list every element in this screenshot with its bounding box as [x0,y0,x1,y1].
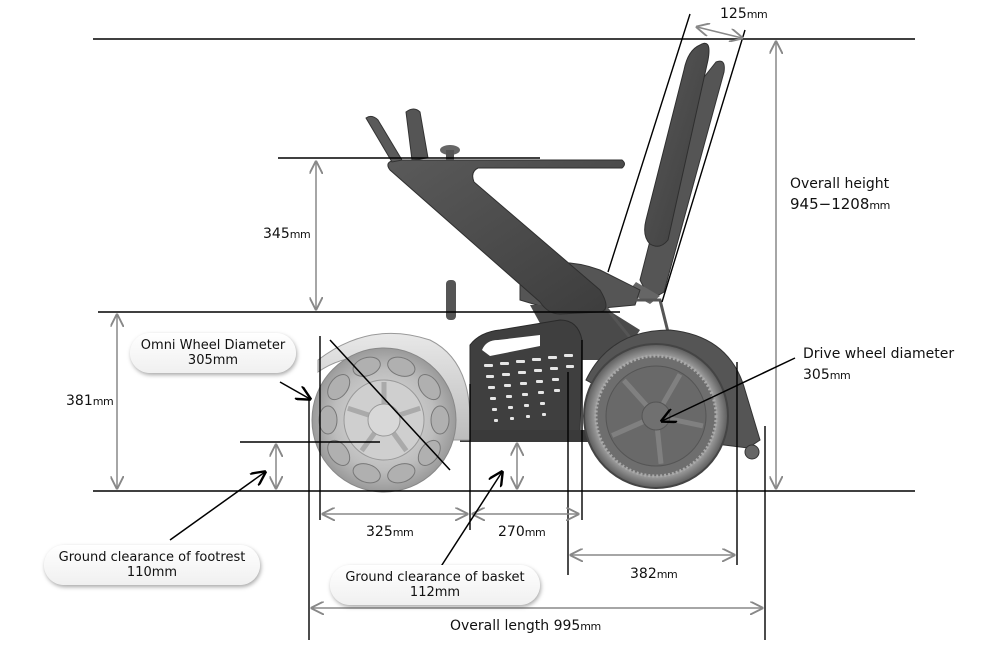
basket-hole [522,393,528,396]
joystick [405,108,429,161]
basket-hole [542,413,546,416]
basket-clearance-callout: Ground clearance of basket 112mm [330,565,540,605]
basket-hole [524,404,529,407]
armrest-arm [387,159,625,315]
basket-hole [490,397,496,400]
front-span-label: 325mm [366,524,414,540]
basket-hole [502,373,510,376]
footrest-clearance-callout: Ground clearance of footrest 110mm [44,545,260,585]
basket-hole [508,406,513,409]
omni-roller [417,439,441,466]
rear-span-label: 382mm [630,566,678,582]
basket-span-label: 270mm [498,524,546,540]
overall-length-label: Overall length 995mm [450,618,601,634]
wheelchair-illustration [311,42,761,493]
side-lever [446,280,456,320]
control-handle [365,115,403,163]
measure-arrows [117,27,776,608]
omni-roller [352,463,381,484]
basket-hole [486,375,494,378]
dimension-lines [93,13,915,640]
omni-roller [387,356,416,377]
basket-hole [516,360,525,363]
basket-hole [494,419,498,422]
backrest-thickness-label: 125mm [720,6,768,22]
basket-hole [504,384,511,387]
armrest-height-label: 345mm [263,226,311,242]
basket-hole [536,380,543,383]
drive-wheel-label: Drive wheel diameter 305mm [803,346,955,383]
basket-hole [500,362,509,365]
basket-hole [532,358,541,361]
drive-wheel [583,343,729,489]
basket-hole [488,386,495,389]
overall-height-label: Overall height 945−1208mm [790,176,890,213]
leader-arrows [169,339,796,569]
omni-roller [318,405,338,435]
basket-hole [540,402,545,405]
basket-hole [520,382,527,385]
omni-roller [430,405,450,435]
basket-holes [484,354,574,422]
basket-hole [552,378,559,381]
backrest-cushion [644,42,710,247]
omni-wheel-callout: Omni Wheel Diameter 305mm [130,333,296,373]
basket-hole [534,369,542,372]
omni-roller [387,463,416,484]
basket-hole [510,417,514,420]
basket-hole [484,364,493,367]
basket-hole [566,365,574,368]
seat-height-label: 381mm [66,393,114,409]
omni-roller [327,374,351,401]
basket-hole [550,367,558,370]
rear-caster [744,444,760,460]
basket-hole [548,356,557,359]
basket-hole [564,354,573,357]
basket-hole [526,415,530,418]
basket-hole [506,395,512,398]
basket-hole [554,389,560,392]
basket-hole [538,391,544,394]
omni-wheel [311,347,457,493]
basket-hole [492,408,497,411]
omni-roller [417,374,441,401]
basket-hole [518,371,526,374]
